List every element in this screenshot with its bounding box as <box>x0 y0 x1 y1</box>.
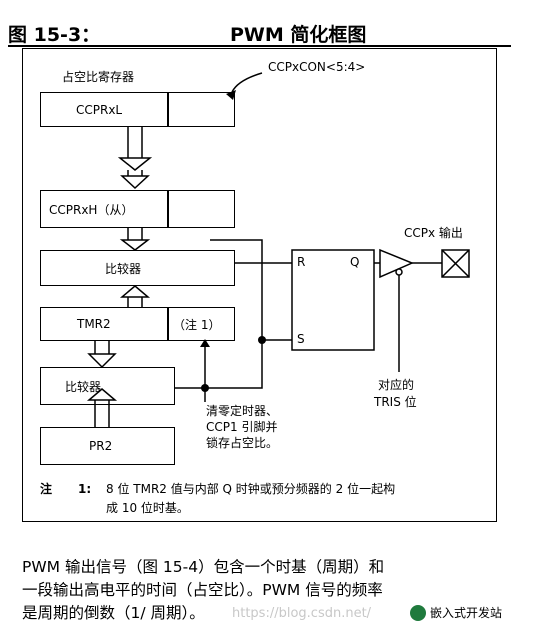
comparator-top: 比较器 <box>40 250 235 286</box>
clear-label-line3: 锁存占空比。 <box>206 436 279 450</box>
tmr2-label: TMR2 <box>77 317 111 331</box>
tris-label-line2: TRIS 位 <box>374 395 417 409</box>
tris-label-line1: 对应的 <box>378 378 415 392</box>
latch-r-label: R <box>297 255 306 269</box>
body-line2: 一段输出高电平的时间（占空比）。PWM 信号的频率 <box>22 581 383 599</box>
brand-badge: 嵌入式开发站 <box>410 604 502 621</box>
ccprxl-divider <box>167 93 169 126</box>
note-prefix: 注 <box>40 482 53 496</box>
ccprxh-label: CCPRxH（从） <box>49 202 134 217</box>
latch-s-label: S <box>297 332 305 346</box>
body-line3: 是周期的倒数（1/ 周期）。 <box>22 604 205 622</box>
note-line2: 成 10 位时基。 <box>106 501 189 515</box>
watermark: https://blog.csdn.net/ <box>232 606 372 621</box>
clear-label-line2: CCP1 引脚并 <box>206 420 278 434</box>
comparator-bottom: 比较器 <box>40 367 175 405</box>
pr2-label: PR2 <box>89 439 113 453</box>
ccprxh-divider <box>167 191 169 227</box>
ccpx-output-label: CCPx 输出 <box>404 226 463 240</box>
figure-label: 图 15-3： <box>8 24 101 46</box>
tmr2-register: TMR2 （注 1） <box>40 307 235 341</box>
note-line1: 8 位 TMR2 值与内部 Q 时钟或预分频器的 2 位一起构 <box>106 482 396 496</box>
figure-title: PWM 简化框图 <box>230 24 367 46</box>
title-rule <box>8 45 511 47</box>
brand-logo-icon <box>410 604 426 621</box>
comparator-bottom-label: 比较器 <box>65 379 102 394</box>
ccprxl-register: CCPRxL <box>40 92 235 127</box>
pr2-register: PR2 <box>40 427 175 465</box>
latch-q-label: Q <box>350 255 360 269</box>
duty-cycle-register-label: 占空比寄存器 <box>62 70 135 84</box>
ccprxh-register: CCPRxH（从） <box>40 190 235 228</box>
comparator-top-label: 比较器 <box>105 261 142 276</box>
body-paragraph: PWM 输出信号（图 15-4）包含一个时基（周期）和 一段输出高电平的时间（占… <box>22 556 527 625</box>
tmr2-note: （注 1） <box>173 317 221 332</box>
ccprxl-label: CCPRxL <box>76 102 123 117</box>
note-number: 1: <box>78 482 92 496</box>
brand-name: 嵌入式开发站 <box>430 606 503 620</box>
tmr2-divider <box>167 308 169 340</box>
clear-label-line1: 清零定时器、 <box>206 404 279 418</box>
diagram-frame <box>22 48 497 522</box>
ccpxcon-label: CCPxCON<5:4> <box>268 60 366 74</box>
body-line1: PWM 输出信号（图 15-4）包含一个时基（周期）和 <box>22 558 385 576</box>
